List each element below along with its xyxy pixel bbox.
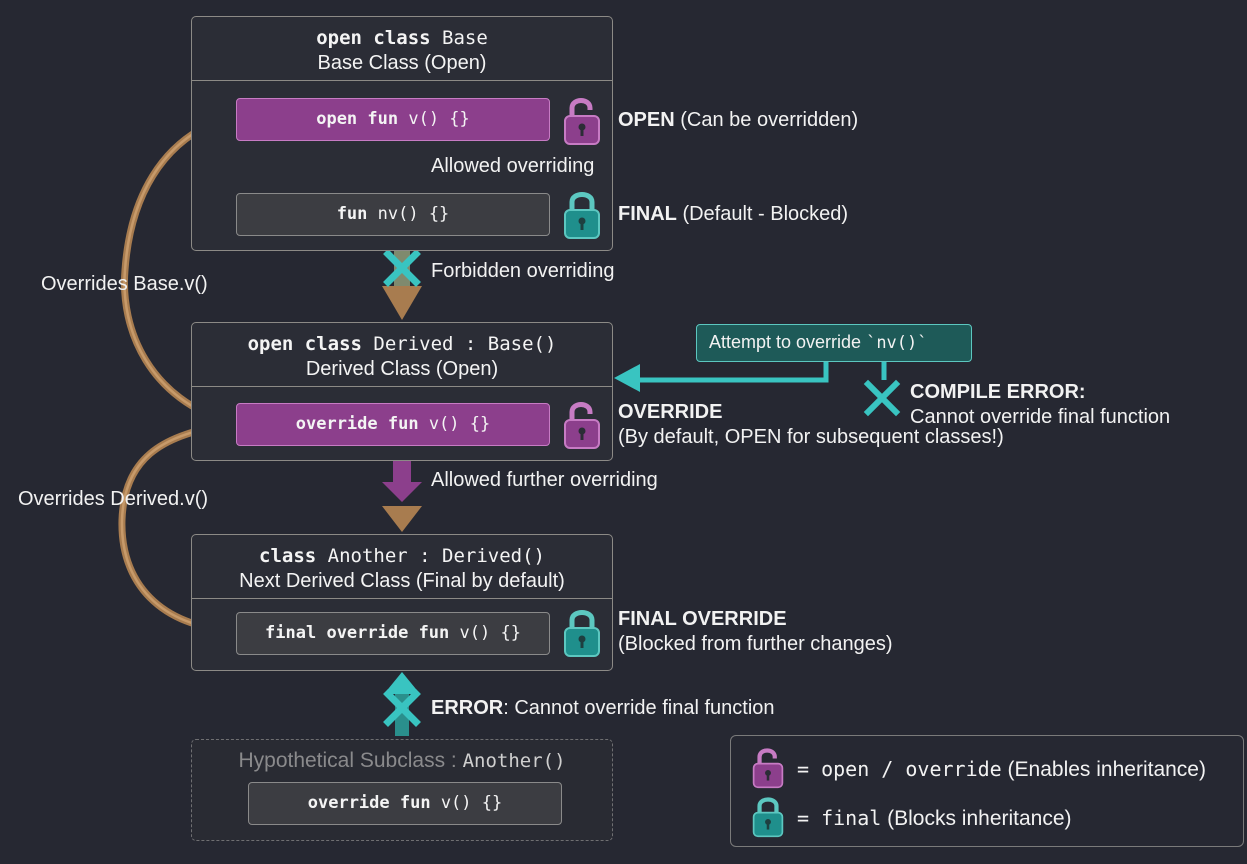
derived-class-header: open class Derived : Base() Derived Clas… xyxy=(192,323,612,387)
legend: = open / override (Enables inheritance) … xyxy=(730,735,1244,847)
legend-open-desc: (Enables inheritance) xyxy=(1001,758,1206,781)
compile-error-sub: Cannot override final function xyxy=(910,406,1171,428)
base-class-title: Base Class (Open) xyxy=(317,52,487,74)
error-arrow-head xyxy=(384,672,420,694)
final-label-rest: (Default - Blocked) xyxy=(676,203,849,225)
hypothetical-title-text: Hypothetical Subclass : xyxy=(238,749,463,772)
callout-code: `nv()` xyxy=(866,333,928,353)
forbidden-overriding-label: Forbidden overriding xyxy=(431,260,615,282)
open-label: OPEN (Can be overridden) xyxy=(618,108,858,133)
hypothetical-override-fun-v[interactable]: override fun v() {} xyxy=(248,782,562,825)
another-class-title: Next Derived Class (Final by default) xyxy=(239,570,565,592)
hypothetical-title: Hypothetical Subclass : Another() xyxy=(192,749,612,773)
legend-final-desc: (Blocks inheritance) xyxy=(881,807,1072,830)
overrides-derived-curve-inner xyxy=(120,423,239,632)
closed-padlock-icon xyxy=(752,797,784,838)
open-label-rest: (Can be overridden) xyxy=(674,109,859,131)
further-arrow-tan-head xyxy=(382,506,422,532)
override-label-sub: (By default, OPEN for subsequent classes… xyxy=(618,426,1004,448)
derived-override-fun-v[interactable]: override fun v() {} xyxy=(236,403,550,446)
error-x-icon xyxy=(383,689,421,727)
legend-final-code: = final xyxy=(797,806,882,830)
forbidden-arrow-head xyxy=(382,286,422,320)
another-class-signature: class Another : Derived() xyxy=(192,544,612,568)
hypothetical-title-code: Another() xyxy=(462,750,566,772)
another-final-override-fun-v[interactable]: final override fun v() {} xyxy=(236,612,550,655)
derived-class-signature: open class Derived : Base() xyxy=(192,332,612,356)
open-padlock-icon xyxy=(752,748,784,789)
base-class-header: open class Base Base Class (Open) xyxy=(192,17,612,81)
compile-error-x-icon xyxy=(863,379,901,417)
keyword: class xyxy=(259,545,317,567)
another-class-header: class Another : Derived() Next Derived C… xyxy=(192,535,612,599)
callout-connector xyxy=(640,362,887,383)
compile-error-label: COMPILE ERROR: Cannot override final fun… xyxy=(910,380,1170,430)
error-label-bold: ERROR xyxy=(431,697,504,719)
overrides-base-curve-inner xyxy=(123,116,233,425)
closed-padlock-icon xyxy=(564,192,600,239)
final-label: FINAL (Default - Blocked) xyxy=(618,202,848,227)
base-open-fun-v[interactable]: open fun v() {} xyxy=(236,98,550,141)
fn-sig: nv() {} xyxy=(367,204,450,224)
callout-arrowhead xyxy=(614,364,640,392)
keyword: fun xyxy=(336,204,368,224)
derived-class-title: Derived Class (Open) xyxy=(305,358,499,380)
keyword: override fun xyxy=(295,414,419,434)
base-fun-nv[interactable]: fun nv() {} xyxy=(236,193,550,236)
override-attempt-callout: Attempt to override `nv()` xyxy=(696,324,972,362)
final-override-bold: FINAL OVERRIDE xyxy=(618,608,787,630)
fn-sig: v() {} xyxy=(430,793,503,813)
allowed-overriding-label: Allowed overriding xyxy=(431,155,595,177)
compile-error-bold: COMPILE ERROR: xyxy=(910,381,1086,403)
overrides-base-label: Overrides Base.v() xyxy=(41,273,208,295)
final-override-label: FINAL OVERRIDE (Blocked from further cha… xyxy=(618,607,893,657)
class-name: Base xyxy=(430,27,488,49)
allowed-further-label: Allowed further overriding xyxy=(431,469,658,491)
forbidden-x-icon xyxy=(383,249,421,287)
fn-sig: v() {} xyxy=(449,623,521,643)
base-class-signature: open class Base xyxy=(192,26,612,50)
override-label-bold: OVERRIDE xyxy=(618,401,723,423)
further-arrow-head xyxy=(382,482,422,502)
keyword: override fun xyxy=(307,793,431,813)
keyword: open class xyxy=(316,27,431,49)
class-name: Another : Derived() xyxy=(316,545,545,567)
open-label-bold: OPEN xyxy=(618,109,675,131)
legend-open-text: = open / override (Enables inheritance) xyxy=(797,757,1206,782)
final-override-sub: (Blocked from further changes) xyxy=(618,633,893,655)
keyword: open fun xyxy=(316,109,399,129)
closed-padlock-icon xyxy=(564,610,600,657)
callout-text: Attempt to override xyxy=(709,332,867,352)
fn-sig: v() {} xyxy=(398,109,470,129)
overrides-derived-label: Overrides Derived.v() xyxy=(18,488,209,510)
legend-final-text: = final (Blocks inheritance) xyxy=(797,806,1072,831)
open-padlock-icon xyxy=(564,402,600,449)
fn-sig: v() {} xyxy=(418,414,491,434)
keyword: open class xyxy=(247,333,362,355)
override-label: OVERRIDE (By default, OPEN for subsequen… xyxy=(618,400,1004,450)
keyword: final override fun xyxy=(265,623,450,643)
legend-open-code: = open / override xyxy=(797,757,1002,781)
error-label: ERROR: Cannot override final function xyxy=(431,696,775,721)
error-label-rest: : Cannot override final function xyxy=(503,697,775,719)
open-padlock-icon xyxy=(564,98,600,145)
final-label-bold: FINAL xyxy=(618,203,677,225)
class-name: Derived : Base() xyxy=(361,333,557,355)
